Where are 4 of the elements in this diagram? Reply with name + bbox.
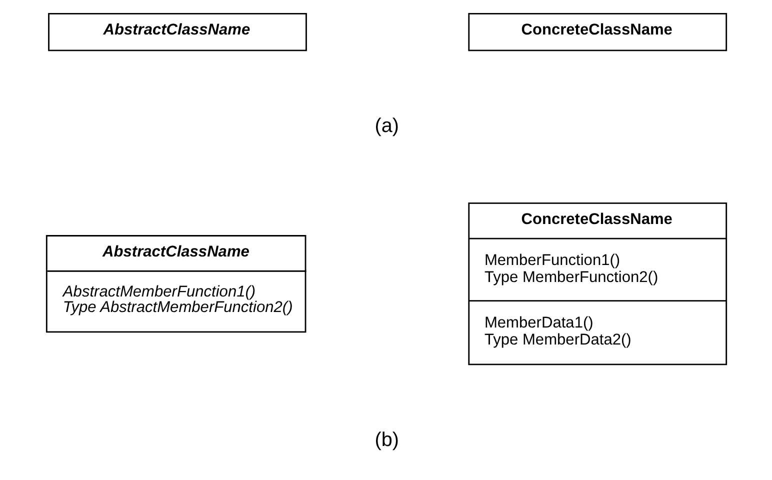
- node-box: AbstractClassName: [48, 12, 306, 52]
- node-box: ConcreteClassName: [468, 12, 727, 52]
- label: (b): [374, 429, 398, 452]
- label: (a): [374, 115, 398, 138]
